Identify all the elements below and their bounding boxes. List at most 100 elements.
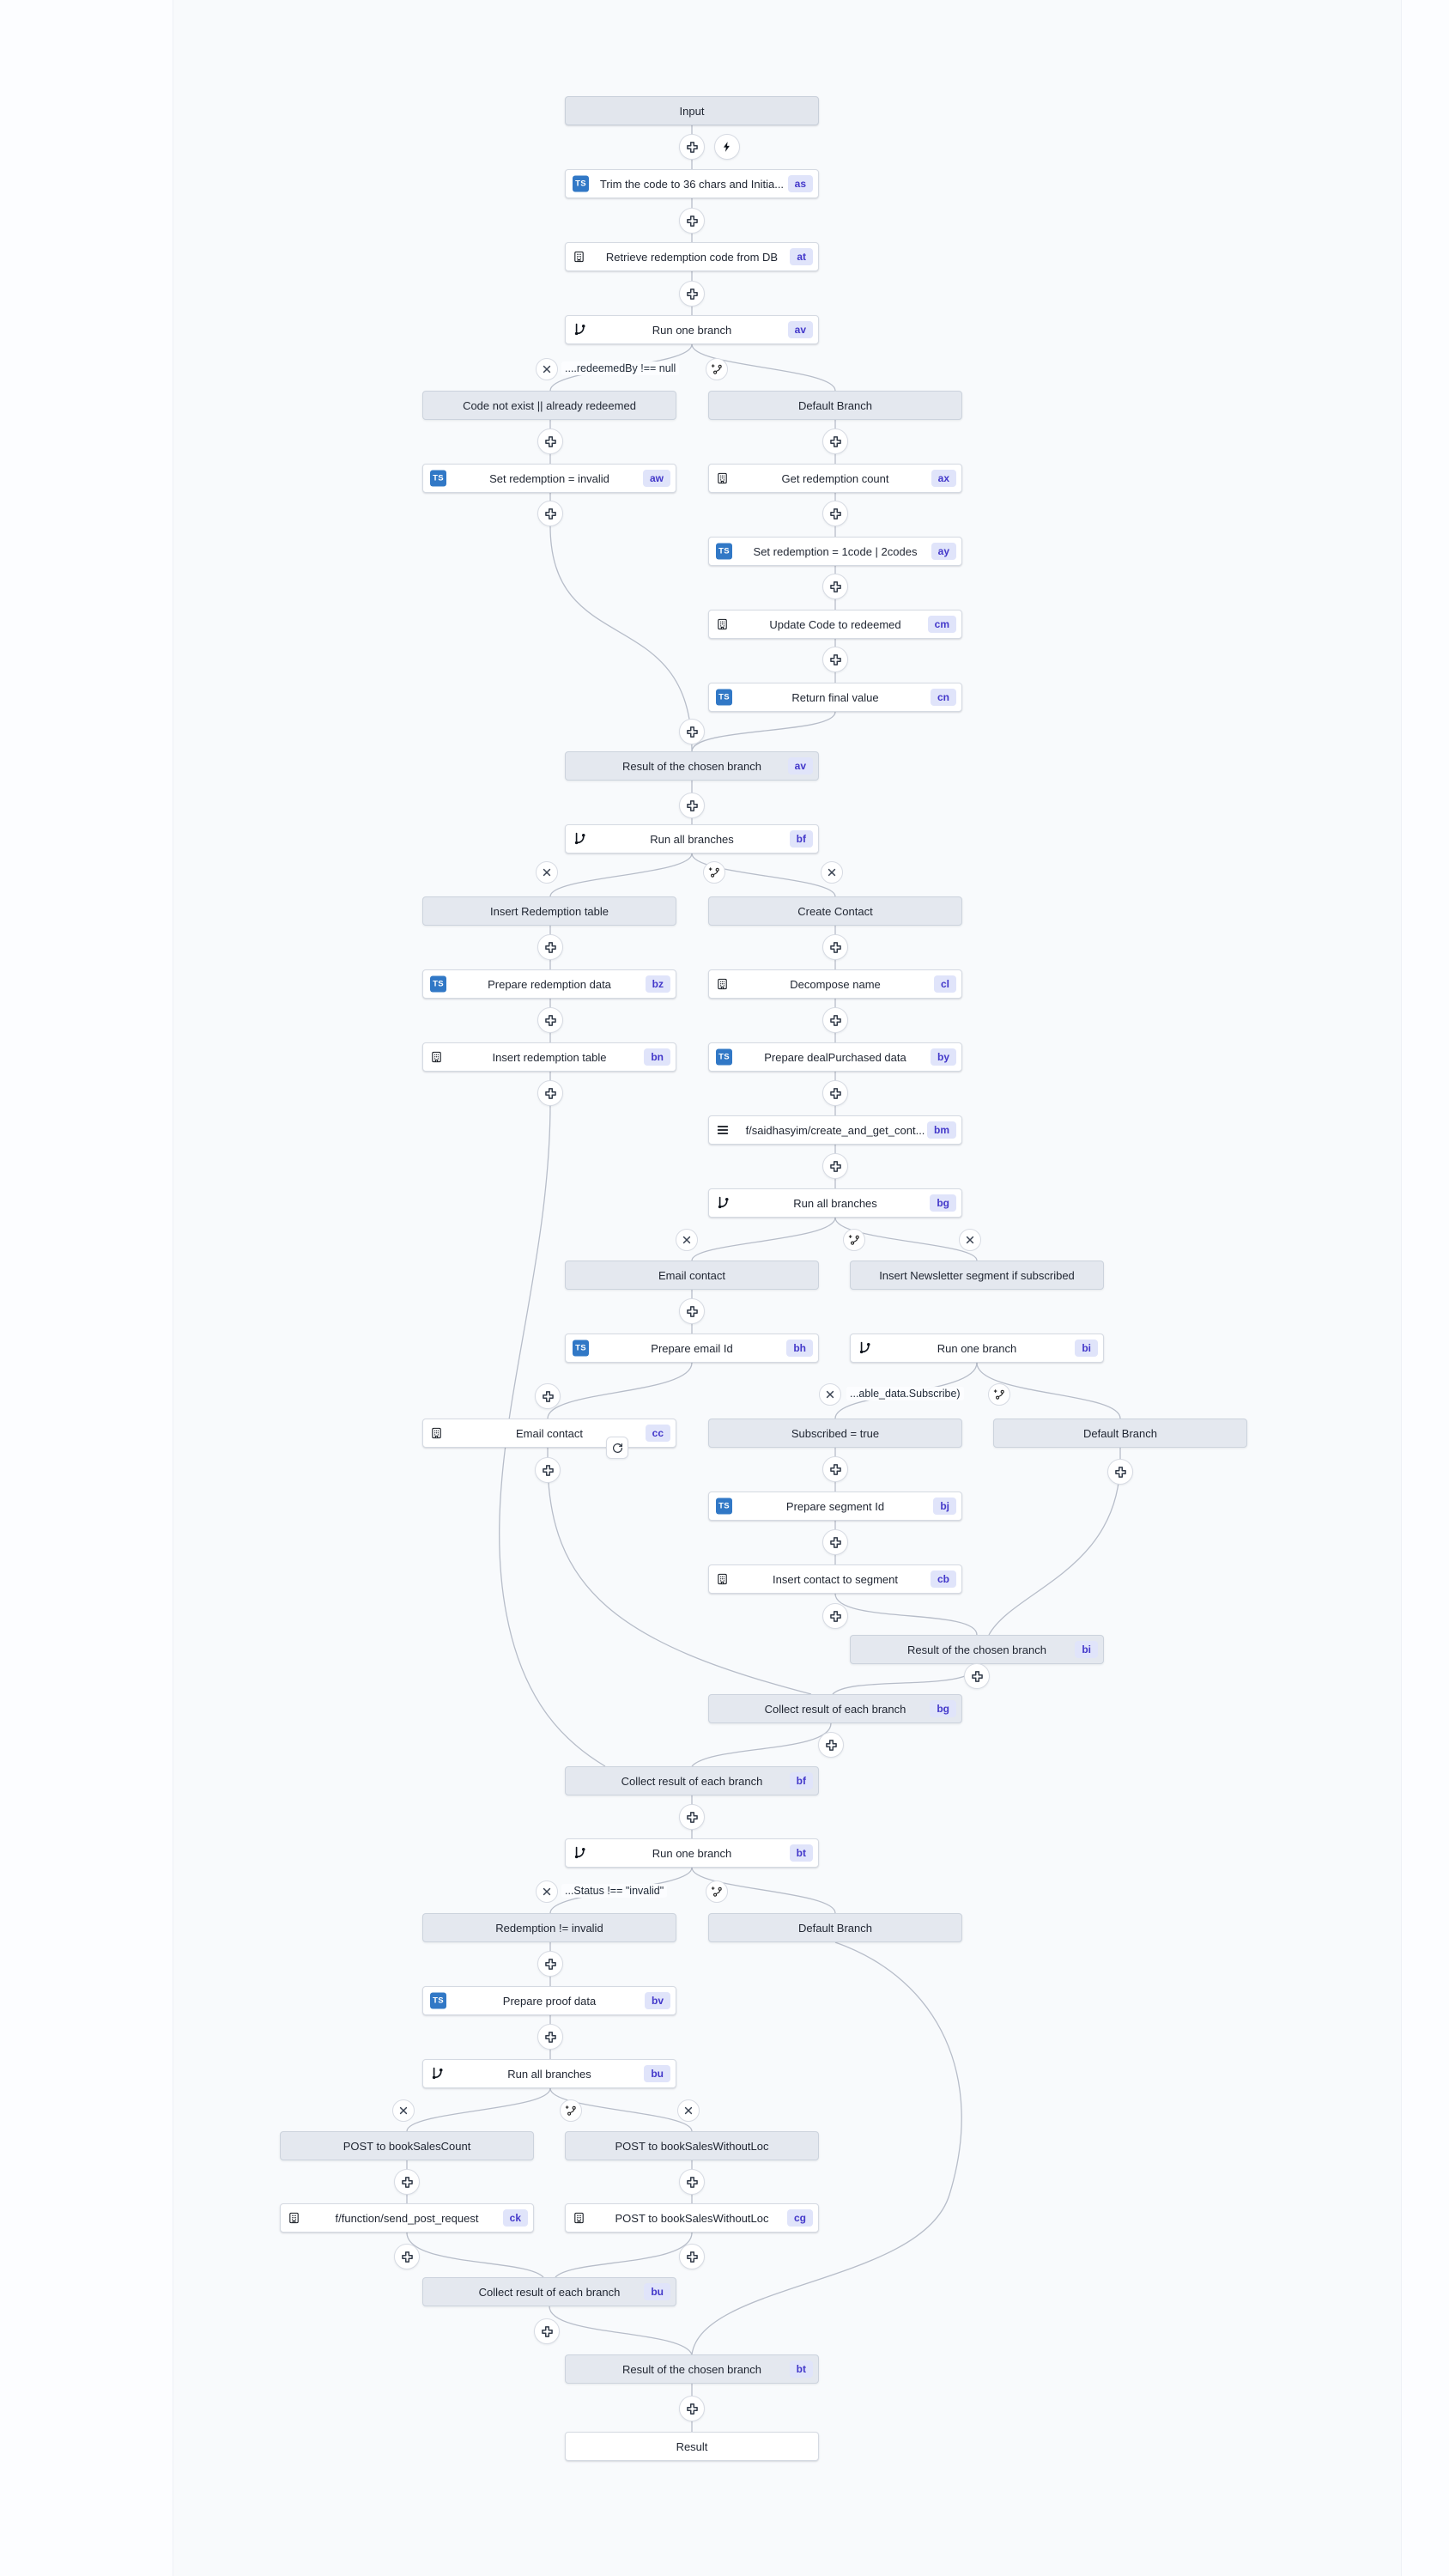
node-collect-result-bf[interactable]: Collect result of each branch bf xyxy=(565,1766,819,1795)
remove-branch-icon[interactable] xyxy=(676,1229,698,1251)
node-trim-code[interactable]: TS Trim the code to 36 chars and Initia.… xyxy=(565,169,819,198)
node-set-redemption-codes[interactable]: TS Set redemption = 1code | 2codes ay xyxy=(708,537,962,566)
add-step-button[interactable] xyxy=(822,1080,848,1106)
building-icon xyxy=(573,251,585,264)
add-step-button[interactable] xyxy=(535,1383,561,1409)
add-step-button[interactable] xyxy=(822,1456,848,1482)
remove-branch-icon[interactable] xyxy=(536,1880,558,1903)
add-branch-icon[interactable] xyxy=(843,1229,865,1251)
add-step-button[interactable] xyxy=(537,1007,563,1033)
add-branch-icon[interactable] xyxy=(703,861,725,884)
add-step-button[interactable] xyxy=(679,208,705,234)
add-step-button[interactable] xyxy=(537,934,563,960)
node-prepare-dealpurchased-data[interactable]: TS Prepare dealPurchased data by xyxy=(708,1042,962,1072)
node-run-one-branch-bi[interactable]: Run one branch bi xyxy=(850,1334,1104,1363)
add-step-button[interactable] xyxy=(822,647,848,672)
remove-branch-icon[interactable] xyxy=(821,861,843,884)
node-prepare-email-id[interactable]: TS Prepare email Id bh xyxy=(565,1334,819,1363)
add-step-button[interactable] xyxy=(679,2169,705,2195)
add-step-button[interactable] xyxy=(822,428,848,454)
add-branch-icon[interactable] xyxy=(988,1383,1010,1406)
node-email-contact[interactable]: Email contact cc xyxy=(422,1419,676,1448)
node-result-chosen-bt[interactable]: Result of the chosen branch bt xyxy=(565,2354,819,2384)
node-retrieve-code[interactable]: Retrieve redemption code from DB at xyxy=(565,242,819,271)
node-get-redemption-count[interactable]: Get redemption count ax xyxy=(708,464,962,493)
trigger-bolt-button[interactable] xyxy=(714,134,740,160)
add-step-button[interactable] xyxy=(822,1153,848,1179)
node-result-chosen-av[interactable]: Result of the chosen branch av xyxy=(565,751,819,781)
branch-header-subscribed-true[interactable]: Subscribed = true xyxy=(708,1419,962,1448)
node-run-all-branches-bu[interactable]: Run all branches bu xyxy=(422,2059,676,2088)
node-create-and-get-contact[interactable]: f/saidhasyim/create_and_get_cont... bm xyxy=(708,1115,962,1145)
remove-branch-icon[interactable] xyxy=(819,1383,841,1406)
remove-branch-icon[interactable] xyxy=(392,2099,415,2122)
add-step-button[interactable] xyxy=(679,1804,705,1830)
add-step-button[interactable] xyxy=(679,134,705,160)
add-step-button[interactable] xyxy=(535,1457,561,1483)
node-prepare-segment-id[interactable]: TS Prepare segment Id bj xyxy=(708,1492,962,1521)
add-step-button[interactable] xyxy=(964,1663,990,1689)
branch-header-code-not-exist[interactable]: Code not exist || already redeemed xyxy=(422,391,676,420)
add-step-button[interactable] xyxy=(679,2244,705,2269)
node-decompose-name[interactable]: Decompose name cl xyxy=(708,969,962,999)
node-collect-result-bg[interactable]: Collect result of each branch bg xyxy=(708,1694,962,1723)
add-step-button[interactable] xyxy=(679,281,705,307)
branch-header-insert-redemption-table[interactable]: Insert Redemption table xyxy=(422,896,676,926)
node-set-redemption-invalid[interactable]: TS Set redemption = invalid aw xyxy=(422,464,676,493)
branch-header-post-booksaleswithoutloc[interactable]: POST to bookSalesWithoutLoc xyxy=(565,2131,819,2160)
add-step-button[interactable] xyxy=(822,934,848,960)
remove-branch-icon[interactable] xyxy=(536,358,558,380)
add-step-button[interactable] xyxy=(394,2244,420,2269)
branch-header-insert-newsletter[interactable]: Insert Newsletter segment if subscribed xyxy=(850,1261,1104,1290)
add-step-button[interactable] xyxy=(537,501,563,526)
branch-header-default-2[interactable]: Default Branch xyxy=(993,1419,1247,1448)
add-step-button[interactable] xyxy=(537,428,563,454)
node-run-one-branch-av[interactable]: Run one branch av xyxy=(565,315,819,344)
branch-header-default-1[interactable]: Default Branch xyxy=(708,391,962,420)
add-step-button[interactable] xyxy=(822,574,848,599)
add-step-button[interactable] xyxy=(537,2024,563,2050)
add-step-button[interactable] xyxy=(822,1007,848,1033)
add-step-button[interactable] xyxy=(1107,1459,1133,1485)
branch-header-create-contact[interactable]: Create Contact xyxy=(708,896,962,926)
node-result-chosen-bi[interactable]: Result of the chosen branch bi xyxy=(850,1635,1104,1664)
add-step-button[interactable] xyxy=(394,2169,420,2195)
node-prepare-redemption-data[interactable]: TS Prepare redemption data bz xyxy=(422,969,676,999)
node-result[interactable]: Result xyxy=(565,2432,819,2461)
node-collect-result-bu[interactable]: Collect result of each branch bu xyxy=(422,2277,676,2306)
branch-header-email-contact[interactable]: Email contact xyxy=(565,1261,819,1290)
branch-header-post-booksalescount[interactable]: POST to bookSalesCount xyxy=(280,2131,534,2160)
add-branch-icon[interactable] xyxy=(560,2099,582,2122)
node-return-final-value[interactable]: TS Return final value cn xyxy=(708,683,962,712)
add-step-button[interactable] xyxy=(679,1298,705,1324)
add-step-button[interactable] xyxy=(822,501,848,526)
node-insert-contact-to-segment[interactable]: Insert contact to segment cb xyxy=(708,1564,962,1594)
node-prepare-proof-data[interactable]: TS Prepare proof data bv xyxy=(422,1986,676,2015)
add-branch-icon[interactable] xyxy=(706,358,728,380)
add-step-button[interactable] xyxy=(534,2318,560,2344)
node-send-post-request[interactable]: f/function/send_post_request ck xyxy=(280,2203,534,2233)
branch-header-default-3[interactable]: Default Branch xyxy=(708,1913,962,1942)
add-step-button[interactable] xyxy=(679,719,705,744)
add-branch-icon[interactable] xyxy=(706,1880,728,1903)
restart-loop-icon[interactable] xyxy=(606,1437,628,1459)
node-update-code-redeemed[interactable]: Update Code to redeemed cm xyxy=(708,610,962,639)
remove-branch-icon[interactable] xyxy=(536,861,558,884)
add-step-button[interactable] xyxy=(679,2396,705,2421)
node-input[interactable]: Input xyxy=(565,96,819,125)
node-run-all-branches-bf[interactable]: Run all branches bf xyxy=(565,824,819,854)
branch-header-redemption-not-invalid[interactable]: Redemption != invalid xyxy=(422,1913,676,1942)
add-step-button[interactable] xyxy=(822,1603,848,1629)
node-post-booksaleswithoutloc[interactable]: POST to bookSalesWithoutLoc cg xyxy=(565,2203,819,2233)
node-run-all-branches-bg[interactable]: Run all branches bg xyxy=(708,1188,962,1218)
add-step-button[interactable] xyxy=(679,793,705,818)
add-step-button[interactable] xyxy=(537,1080,563,1106)
remove-branch-icon[interactable] xyxy=(677,2099,700,2122)
node-run-one-branch-bt[interactable]: Run one branch bt xyxy=(565,1838,819,1868)
node-badge: by xyxy=(930,1048,956,1066)
add-step-button[interactable] xyxy=(537,1951,563,1977)
remove-branch-icon[interactable] xyxy=(959,1229,981,1251)
node-insert-redemption-table[interactable]: Insert redemption table bn xyxy=(422,1042,676,1072)
add-step-button[interactable] xyxy=(822,1529,848,1555)
add-step-button[interactable] xyxy=(818,1732,844,1758)
